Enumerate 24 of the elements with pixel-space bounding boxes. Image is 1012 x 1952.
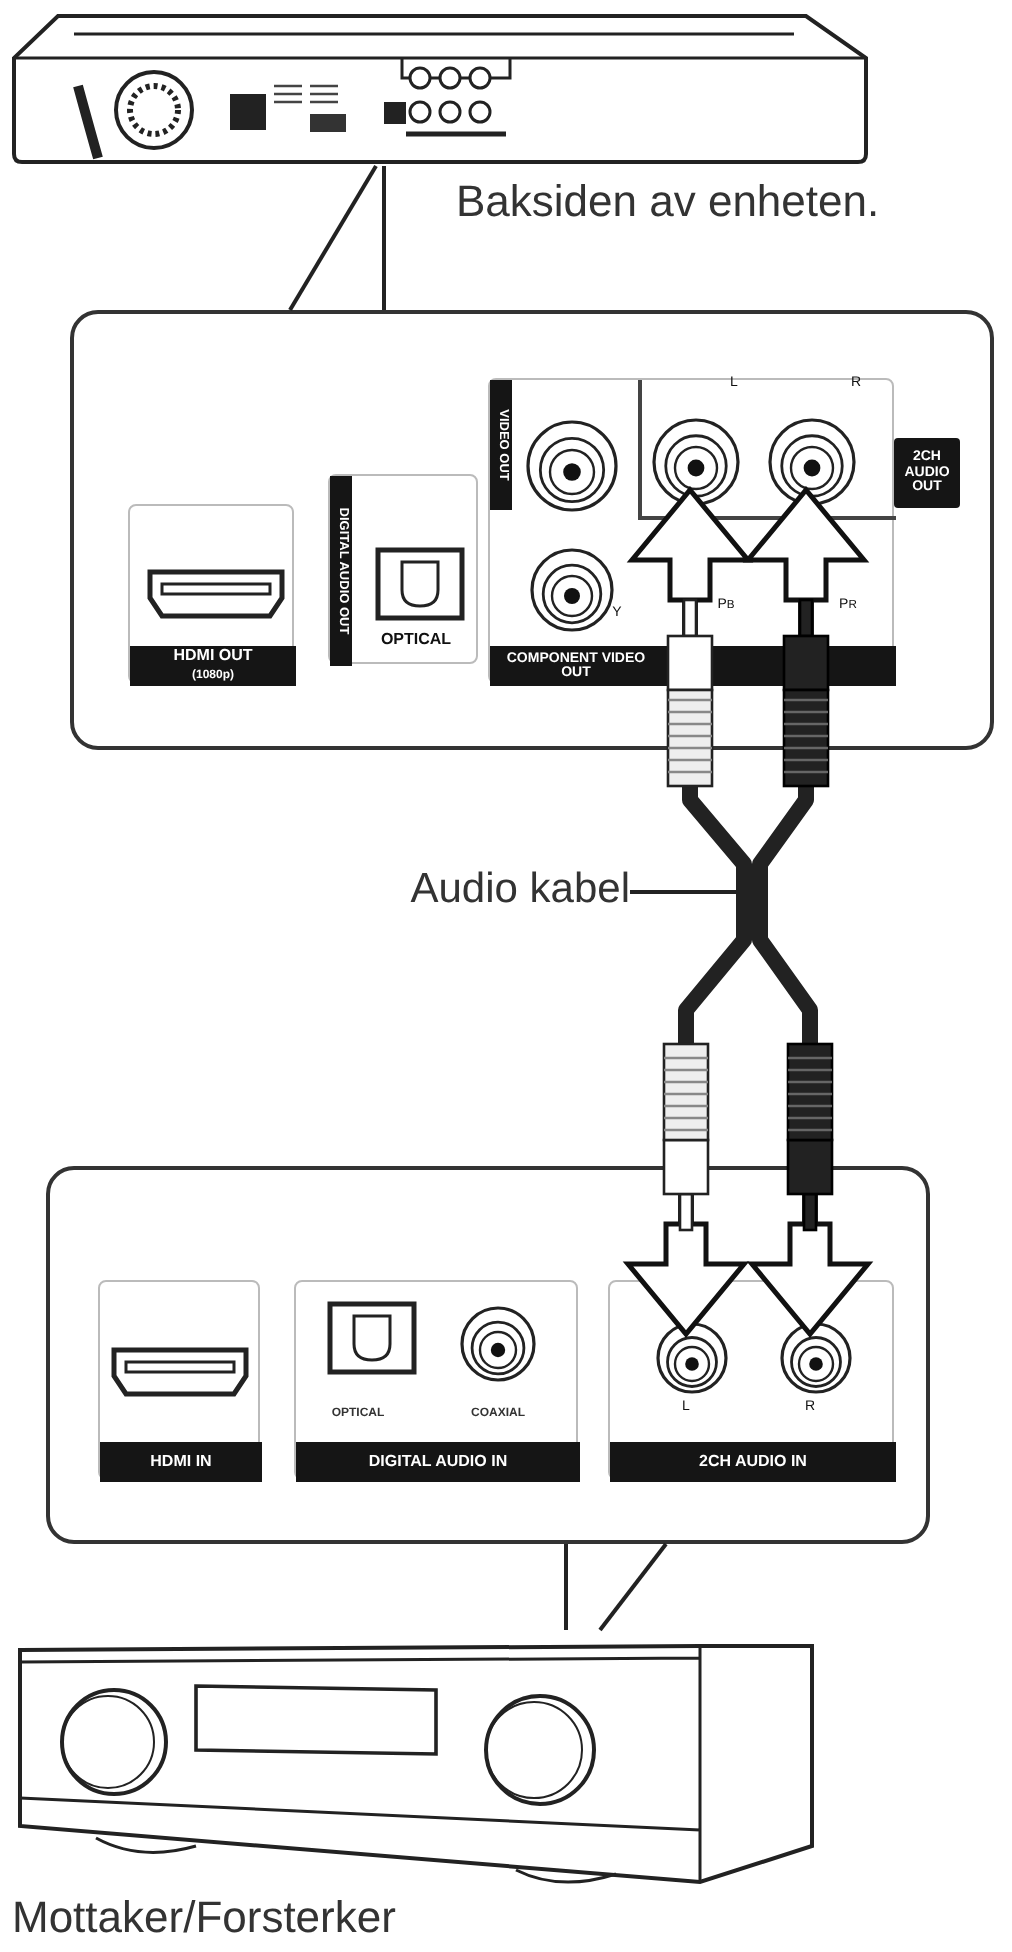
port-label: HDMI OUT	[130, 646, 296, 668]
rca-jack	[652, 422, 740, 510]
port-panel	[608, 1280, 894, 1480]
port-panel	[294, 1280, 578, 1480]
port-panel	[328, 474, 478, 664]
caption-text: Mottaker/Forsterker	[12, 1890, 398, 1947]
callout-line	[382, 166, 386, 310]
leader-line	[630, 890, 736, 894]
callout-line	[288, 164, 378, 312]
rca-jack	[780, 1326, 852, 1398]
port-label: 2CH AUDIO IN	[610, 1442, 896, 1482]
caption-text: Baksiden av enheten.	[456, 174, 882, 231]
port-label: DIGITAL AUDIO IN	[296, 1442, 580, 1482]
port-panel	[128, 504, 294, 684]
callout-line	[564, 1544, 568, 1630]
jack-label: OPTICAL	[378, 627, 454, 652]
port-panel	[98, 1280, 260, 1480]
callout-panel	[46, 1166, 930, 1544]
rca-jack	[768, 422, 856, 510]
callout-line	[598, 1542, 668, 1632]
rca-jack	[656, 1326, 728, 1398]
port-label: HDMI IN	[100, 1442, 262, 1482]
cable-label: Audio kabel	[300, 860, 630, 920]
player-rear-drawing	[10, 10, 874, 166]
